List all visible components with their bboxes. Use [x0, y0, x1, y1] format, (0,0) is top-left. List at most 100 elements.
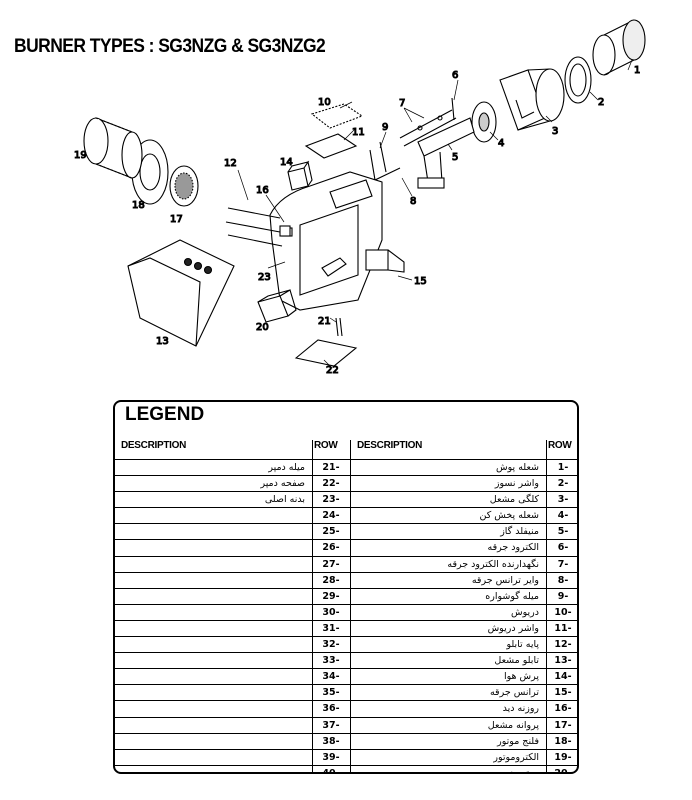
part-air-press: [287, 160, 313, 191]
row-number-cell: 25-: [322, 526, 340, 538]
row-number-cell: 26-: [322, 542, 340, 554]
row-number-cell: 4-: [557, 510, 569, 522]
column-divider: [350, 440, 351, 772]
row-number-cell: 15-: [554, 687, 572, 699]
description-cell: [115, 718, 311, 733]
leader-lines: [237, 59, 633, 369]
row-number-cell: 1-: [557, 462, 569, 473]
row-number-cell: 39-: [322, 751, 340, 763]
description-cell: [115, 524, 311, 539]
callout-17: 17: [170, 214, 183, 225]
part-damper-plate: [294, 339, 358, 367]
page-title: BURNER TYPES : SG3NZG & SG3NZG2: [14, 36, 326, 57]
description-cell: شعله پخش کن: [479, 510, 539, 522]
row-number-cell: 7-: [557, 558, 569, 570]
callout-3: 3: [552, 126, 558, 137]
description-cell: میله دمپر: [268, 462, 305, 473]
header-row-left: ROW: [314, 440, 338, 451]
description-cell: فلنج موتور: [497, 735, 539, 747]
callout-1: 1: [634, 65, 640, 76]
table-row: 24- شعله پخش کن 4-: [115, 507, 577, 523]
row-number-cell: 17-: [554, 719, 572, 731]
callout-8: 8: [410, 196, 416, 207]
description-cell: [115, 589, 311, 604]
description-cell: صفحه دمپر: [260, 478, 305, 490]
callout-6: 6: [452, 70, 458, 81]
part-flame-tube: [592, 19, 646, 76]
description-cell: الکتروموتور: [493, 751, 539, 763]
row-number-cell: 19-: [554, 751, 572, 763]
part-cover: [310, 103, 364, 129]
part-control-panel: [127, 239, 235, 347]
description-cell: [115, 573, 311, 588]
description-cell: [115, 701, 311, 716]
description-cell: [115, 605, 311, 620]
part-rod: [369, 141, 401, 181]
row-number-cell: 40-: [322, 767, 340, 774]
row-number-cell: 20-: [554, 767, 572, 774]
part-impeller: [169, 165, 199, 207]
part-sight-glass: [279, 225, 291, 237]
description-cell: واشر نسوز: [494, 478, 539, 490]
row-number-cell: 9-: [557, 590, 569, 602]
callout-9: 9: [382, 122, 388, 133]
column-divider: [312, 440, 313, 772]
description-cell: بدنه اصلی: [264, 494, 305, 506]
exploded-burner-diagram: 1 2 3 4 5 6 7 8 9 10 11 12 13 14 15 16 1…: [73, 19, 646, 377]
callout-14: 14: [280, 157, 293, 168]
row-number-cell: 27-: [322, 558, 340, 570]
description-cell: منیفلد گاز: [500, 526, 539, 538]
callout-15: 15: [414, 276, 427, 287]
description-cell: الکترود جرقه: [487, 542, 539, 554]
part-panel-base: [225, 207, 283, 247]
table-row: 39- الکتروموتور 19-: [115, 748, 577, 765]
row-number-cell: 18-: [554, 735, 572, 747]
callout-7: 7: [399, 98, 405, 109]
row-number-cell: 8-: [557, 574, 569, 586]
callout-19: 19: [74, 150, 87, 161]
row-number-cell: 37-: [322, 719, 340, 731]
description-cell: [115, 508, 311, 523]
callout-13: 13: [156, 336, 169, 347]
description-cell: [115, 685, 311, 700]
description-cell: وایر ترانس جرقه: [471, 574, 539, 586]
callout-11: 11: [352, 127, 365, 138]
row-number-cell: 30-: [322, 606, 340, 618]
callout-4: 4: [498, 138, 504, 149]
row-number-cell: 23-: [322, 494, 340, 506]
row-number-cell: 32-: [322, 639, 340, 651]
part-main-body: [269, 171, 383, 311]
row-number-cell: 28-: [322, 574, 340, 586]
description-cell: پرش هوا: [503, 671, 539, 683]
callout-5: 5: [452, 152, 458, 163]
description-cell: [115, 637, 311, 652]
description-cell: ترانس جرقه: [489, 687, 539, 699]
header-row-right: ROW: [548, 440, 572, 451]
row-number-cell: 36-: [322, 703, 340, 715]
table-row: 28- وایر ترانس جرقه 8-: [115, 571, 577, 588]
row-number-cell: 33-: [322, 655, 340, 667]
description-cell: [115, 653, 311, 668]
row-number-cell: 29-: [322, 590, 340, 602]
row-number-cell: 22-: [322, 478, 340, 490]
legend-table: LEGEND DESCRIPTION ROW DESCRIPTION ROW م…: [113, 400, 579, 774]
row-number-cell: 31-: [322, 622, 340, 634]
callout-12: 12: [224, 158, 237, 169]
description-cell: روزنه دید: [502, 703, 539, 715]
description-cell: [115, 540, 311, 555]
header-description-right: DESCRIPTION: [357, 440, 423, 451]
row-number-cell: 24-: [322, 510, 340, 522]
